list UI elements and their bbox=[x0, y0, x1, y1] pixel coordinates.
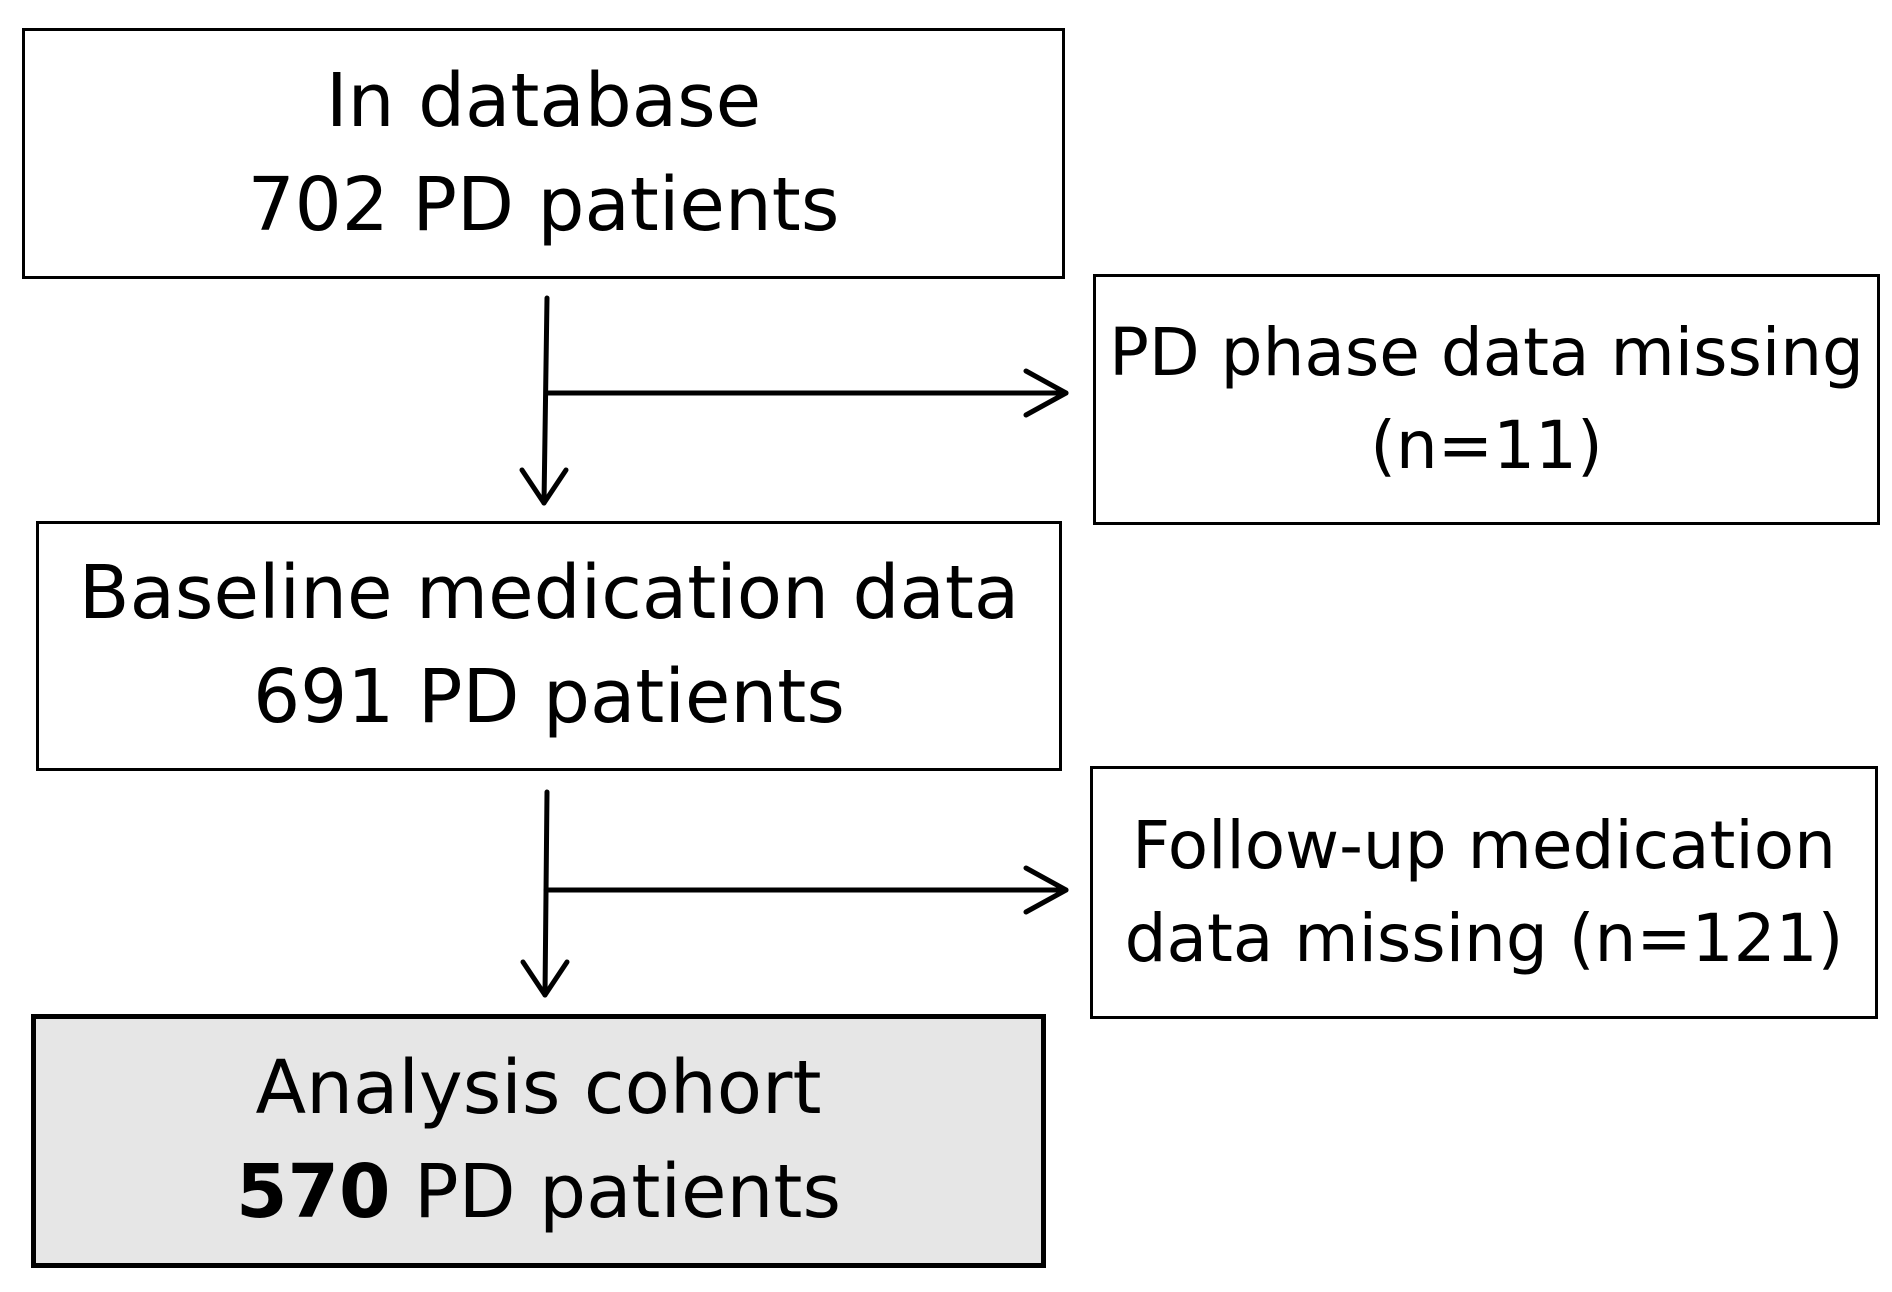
arrow-database-to-baseline-head bbox=[519, 467, 569, 506]
arrow-to-phase-missing-head bbox=[1023, 368, 1069, 418]
cohort-count-line: 570 PD patients bbox=[236, 1141, 841, 1245]
arrow-baseline-to-cohort-shaft bbox=[542, 789, 550, 998]
arrow-database-to-baseline-shaft bbox=[541, 295, 550, 506]
baseline-count: 691 PD patients bbox=[253, 654, 845, 740]
followup-missing-box: Follow-up medication data missing (n=121… bbox=[1090, 766, 1878, 1019]
phase-missing-label: PD phase data missing bbox=[1109, 314, 1864, 392]
phase-missing-count: (n=11) bbox=[1370, 406, 1603, 484]
baseline-label: Baseline medication data bbox=[78, 550, 1020, 637]
database-box: In database 702 PD patients bbox=[22, 28, 1065, 279]
database-count: 702 PD patients bbox=[247, 161, 840, 248]
baseline-box: Baseline medication data 691 PD patients bbox=[36, 521, 1062, 771]
cohort-count-suffix: PD patients bbox=[390, 1149, 841, 1235]
arrow-baseline-to-cohort-head bbox=[520, 959, 570, 998]
cohort-count-number: 570 bbox=[235, 1149, 391, 1235]
analysis-cohort-box: Analysis cohort 570 PD patients bbox=[31, 1014, 1046, 1268]
followup-missing-label: Follow-up medication bbox=[1132, 807, 1836, 885]
database-label: In database bbox=[325, 57, 762, 144]
phase-missing-box: PD phase data missing (n=11) bbox=[1093, 274, 1880, 525]
cohort-label: Analysis cohort bbox=[255, 1045, 822, 1132]
arrow-to-followup-missing-head bbox=[1023, 865, 1069, 915]
followup-missing-count: data missing (n=121) bbox=[1124, 899, 1844, 977]
